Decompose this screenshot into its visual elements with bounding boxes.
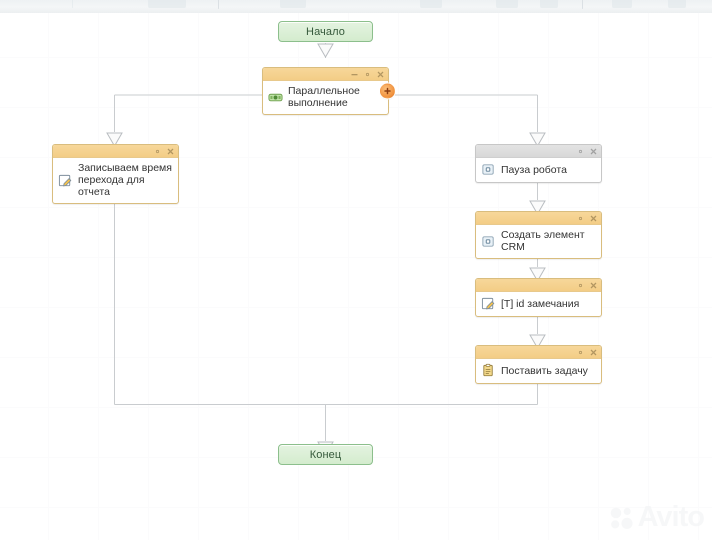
node-label: Параллельное выполнение [288, 85, 360, 109]
gear-icon[interactable] [575, 146, 585, 156]
add-branch-icon[interactable] [380, 83, 395, 99]
node-robot-pause[interactable]: Пауза робота [475, 144, 602, 183]
gear-icon[interactable] [575, 213, 585, 223]
node-header[interactable] [476, 279, 601, 292]
toolbar-separator [218, 0, 219, 9]
edit-note-icon [58, 173, 73, 188]
gear-icon[interactable] [152, 146, 162, 156]
gear-icon[interactable] [575, 280, 585, 290]
node-create-task[interactable]: Поставить задачу [475, 345, 602, 384]
minimize-icon[interactable] [349, 69, 359, 79]
toolbar-separator [582, 0, 583, 9]
toolbar-strip[interactable] [0, 0, 712, 14]
start-node-label: Начало [306, 25, 345, 38]
node-body: [T] id замечания [476, 292, 601, 316]
gear-icon[interactable] [362, 69, 372, 79]
close-icon[interactable] [165, 146, 175, 156]
node-body: Поставить задачу [476, 359, 601, 383]
node-label: Создать элемент CRM [501, 229, 585, 253]
avito-watermark-text: Avito [637, 501, 705, 533]
avito-watermark: Avito [609, 501, 705, 533]
toolbar-icon-fragment[interactable] [420, 0, 442, 8]
node-body: Создать элемент CRM [476, 225, 601, 258]
node-parallel-execution[interactable]: Параллельное выполнение [262, 67, 395, 115]
node-label: Записываем время перехода для отчета [78, 162, 172, 198]
parallel-branch-icon [268, 90, 283, 105]
node-header[interactable] [53, 145, 178, 158]
node-header[interactable] [263, 68, 388, 81]
node-label: [T] id замечания [501, 297, 580, 310]
gear-icon[interactable] [575, 347, 585, 357]
node-remark-id[interactable]: [T] id замечания [475, 278, 602, 317]
close-icon[interactable] [588, 213, 598, 223]
toolbar-icon-fragment[interactable] [280, 0, 306, 8]
edit-note-icon [481, 296, 496, 311]
node-body: Записываем время перехода для отчета [53, 158, 178, 203]
toolbar-icon-fragment[interactable] [668, 0, 686, 8]
toolbar-separator [72, 0, 73, 8]
start-node[interactable]: Начало [278, 21, 373, 42]
node-header[interactable] [476, 145, 601, 158]
node-label: Поставить задачу [501, 364, 588, 377]
toolbar-icon-fragment[interactable] [540, 0, 558, 8]
node-write-transition-time[interactable]: Записываем время перехода для отчета [52, 144, 179, 204]
node-header[interactable] [476, 212, 601, 225]
node-header[interactable] [476, 346, 601, 359]
clipboard-task-icon [481, 363, 496, 378]
close-icon[interactable] [588, 280, 598, 290]
crm-box-icon [481, 234, 496, 249]
toolbar-icon-fragment[interactable] [612, 0, 632, 8]
avito-logo-icon [610, 507, 633, 529]
toolbar-icon-fragment[interactable] [148, 0, 186, 8]
node-body: Пауза робота [476, 158, 601, 182]
close-icon[interactable] [588, 347, 598, 357]
pause-box-icon [481, 162, 496, 177]
toolbar-icon-fragment[interactable] [496, 0, 518, 8]
node-create-crm-entity[interactable]: Создать элемент CRM [475, 211, 602, 259]
close-icon[interactable] [588, 146, 598, 156]
end-node[interactable]: Конец [278, 444, 373, 465]
close-icon[interactable] [375, 69, 385, 79]
end-node-label: Конец [309, 448, 342, 461]
node-label: Пауза робота [501, 163, 567, 176]
node-body: Параллельное выполнение [263, 81, 388, 114]
